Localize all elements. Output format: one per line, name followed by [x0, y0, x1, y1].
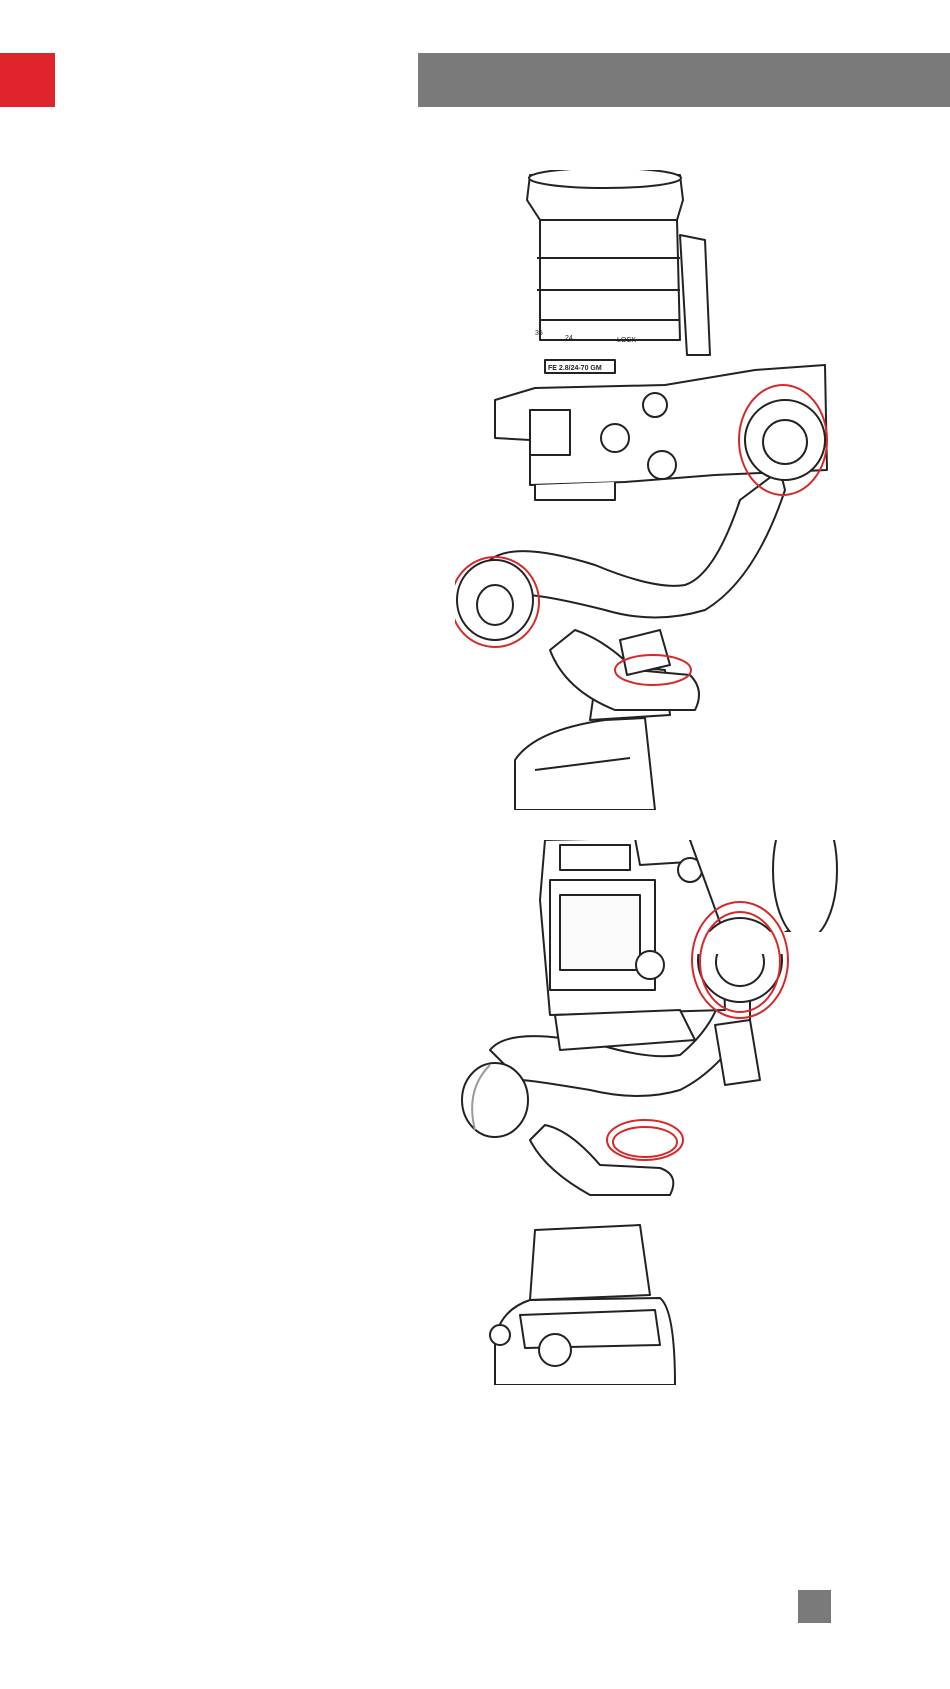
- lens-lock-text: LOCK: [617, 337, 636, 344]
- lens-mark-35: 35: [535, 330, 543, 337]
- gimbal-illustration-bottom: [460, 840, 930, 1385]
- lens-mark-24: 24: [565, 335, 573, 342]
- gimbal-line-drawing: [457, 170, 827, 810]
- gimbal-line-drawing-2: [462, 840, 837, 1385]
- gimbal-illustration-top: FE 2.8/24-70 GM 35 24 LOCK: [455, 170, 925, 810]
- page-number-marker: [798, 1590, 831, 1623]
- pan-motor-highlight-inner: [613, 1127, 677, 1157]
- lens-model-text: FE 2.8/24-70 GM: [548, 365, 602, 372]
- section-color-tab: [0, 53, 55, 107]
- section-title-bar: [418, 53, 950, 107]
